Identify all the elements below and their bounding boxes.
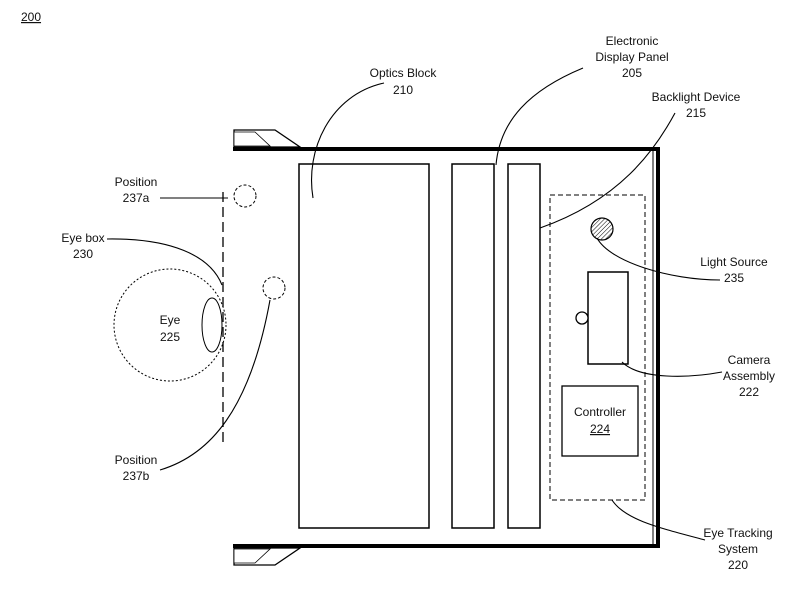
eye-box-number: 230 [73, 247, 93, 261]
eye-number: 225 [160, 330, 180, 344]
top-bracket [234, 130, 300, 147]
light-source-number: 235 [724, 271, 744, 285]
backlight-device-number: 215 [686, 106, 706, 120]
display-panel-rect [452, 164, 494, 528]
backlight-device-rect [508, 164, 540, 528]
eye-lens [202, 298, 222, 352]
display-panel-number: 205 [622, 66, 642, 80]
position-237b-circle [263, 277, 285, 299]
camera-assembly-label-line2: Assembly [723, 369, 775, 383]
bottom-bracket [234, 548, 300, 565]
leader-lines [107, 68, 722, 540]
eye-label: Eye [160, 313, 181, 327]
display-panel-label-line1: Electronic [606, 34, 659, 48]
camera-assembly-number: 222 [739, 385, 759, 399]
position-237a-circle [234, 185, 256, 207]
controller-number: 224 [590, 422, 610, 436]
eye-tracking-system-label-line2: System [718, 542, 758, 556]
display-panel-label-line2: Display Panel [595, 50, 668, 64]
eye-tracking-system-label-line1: Eye Tracking [703, 526, 772, 540]
position-b-number: 237b [123, 469, 150, 483]
camera-lens-icon [576, 312, 588, 324]
optics-block-rect [299, 164, 429, 528]
backlight-device-label: Backlight Device [652, 90, 741, 104]
position-b-label: Position [115, 453, 158, 467]
position-a-label: Position [115, 175, 158, 189]
camera-assembly-label-line1: Camera [728, 353, 771, 367]
figure-number: 200 [21, 10, 41, 24]
controller-box [562, 386, 638, 456]
optics-block-label: Optics Block [370, 66, 438, 80]
light-source-label: Light Source [700, 255, 768, 269]
optics-block-number: 210 [393, 83, 413, 97]
position-a-number: 237a [123, 191, 150, 205]
eye-tracking-system-number: 220 [728, 558, 748, 572]
controller-label: Controller [574, 405, 626, 419]
eye-tracking-system-box [550, 195, 645, 500]
eye-box-label: Eye box [61, 231, 104, 245]
camera-body [588, 272, 628, 364]
light-source-icon [591, 218, 613, 240]
